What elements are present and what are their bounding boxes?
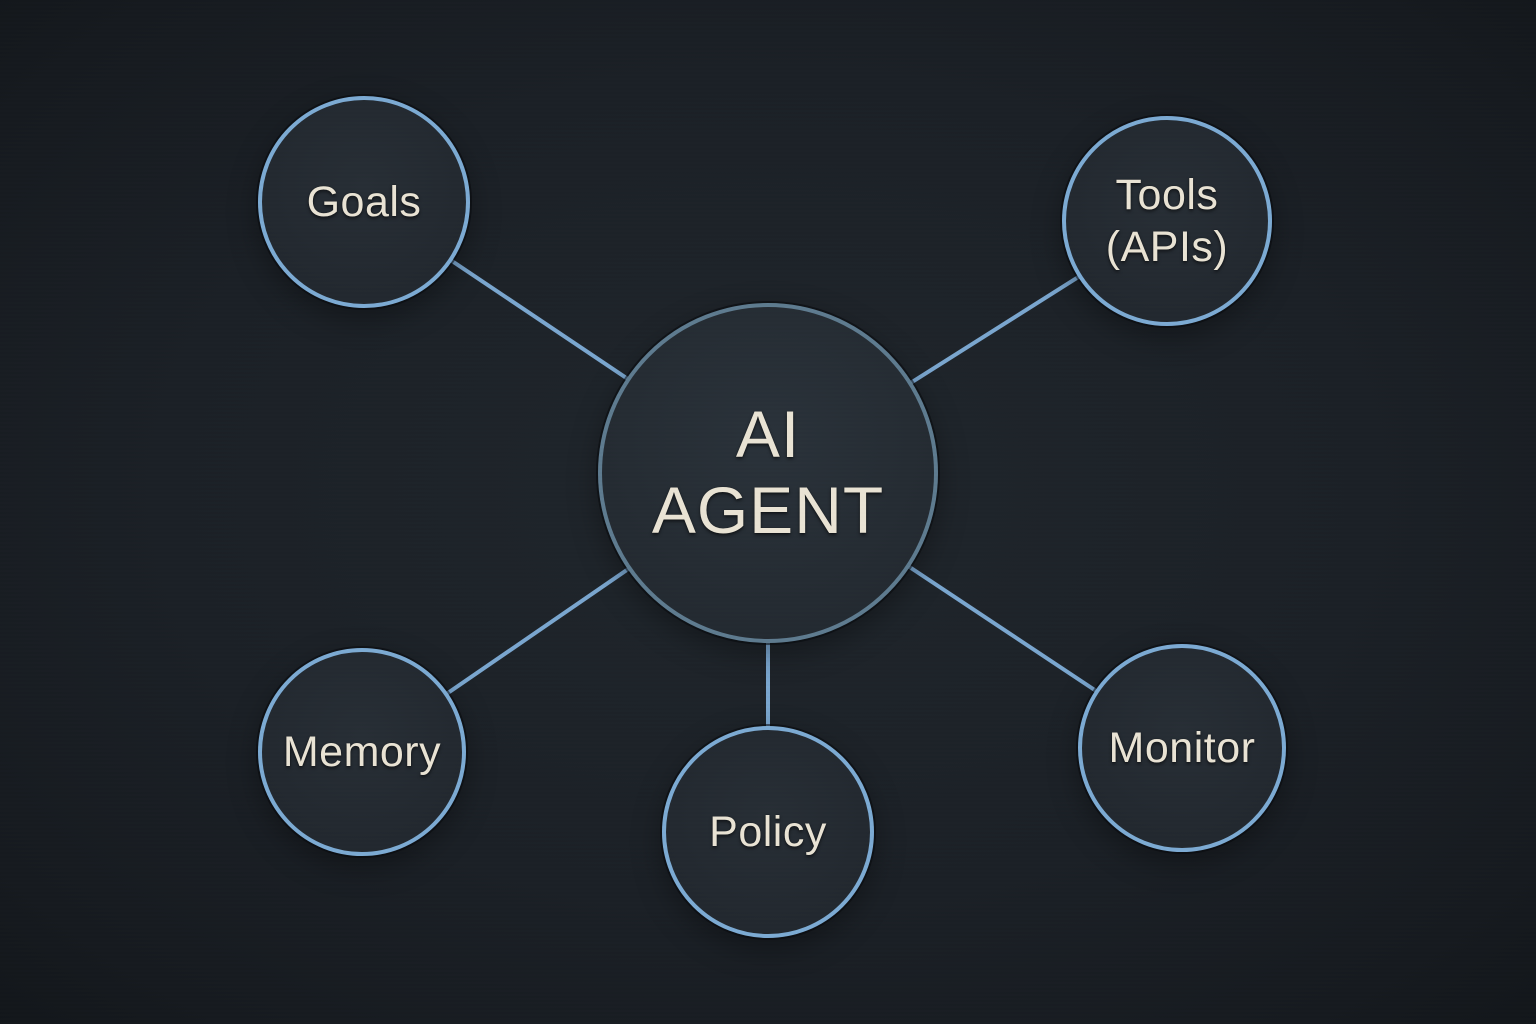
node-ai-agent: AI AGENT [598, 303, 938, 643]
node-monitor: Monitor [1078, 644, 1286, 852]
node-memory-label: Memory [282, 727, 442, 776]
node-memory: Memory [258, 648, 466, 856]
node-policy-label: Policy [709, 807, 827, 856]
node-goals-label: Goals [306, 177, 422, 226]
node-ai-agent-label: AI AGENT [651, 397, 885, 547]
node-goals: Goals [258, 96, 470, 308]
node-monitor-label: Monitor [1108, 723, 1256, 772]
node-tools-label: Tools (APIs) [1105, 170, 1229, 271]
node-tools: Tools (APIs) [1062, 116, 1272, 326]
node-policy: Policy [662, 726, 874, 938]
